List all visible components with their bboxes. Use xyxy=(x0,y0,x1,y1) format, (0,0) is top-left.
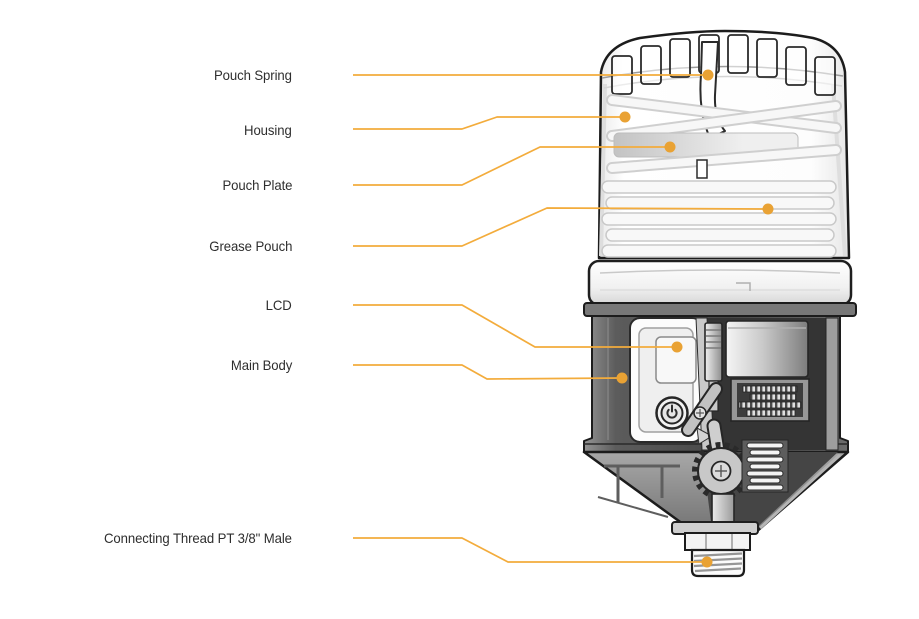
callout-dot-grease-pouch xyxy=(762,203,774,215)
callout-dot-pouch-spring xyxy=(702,69,714,81)
connecting-thread xyxy=(690,548,746,578)
callout-dot-lcd xyxy=(671,341,683,353)
hex-nut xyxy=(671,521,759,551)
grease-pouch xyxy=(601,180,837,258)
callout-dot-pouch-plate xyxy=(664,141,676,153)
housing-collar xyxy=(587,259,853,307)
pouch-spring-coils-lower xyxy=(606,144,842,174)
leader-line-housing xyxy=(353,116,625,130)
label-connecting-thread: Connecting Thread PT 3/8" Male xyxy=(104,530,292,546)
label-pouch-plate: Pouch Plate xyxy=(222,177,292,193)
power-button xyxy=(655,396,689,430)
motor xyxy=(725,320,809,378)
gearbox xyxy=(730,378,810,422)
leader-line-grease-pouch xyxy=(353,207,769,247)
lcd-screen xyxy=(655,336,697,384)
leader-line-pouch-plate xyxy=(353,146,670,186)
leader-lines xyxy=(353,74,769,563)
spring-connector-strip xyxy=(696,159,708,179)
bellows-spring xyxy=(741,439,789,493)
callout-dot-connecting-thread xyxy=(701,556,713,568)
leader-line-lcd xyxy=(353,304,677,348)
power-icon xyxy=(666,404,678,419)
leader-line-connecting-thread xyxy=(353,537,707,563)
label-housing: Housing xyxy=(244,122,292,138)
leader-line-main-body xyxy=(353,364,623,380)
callout-dots xyxy=(616,69,774,568)
cutaway-jagged-edge xyxy=(696,427,714,445)
callout-dot-main-body xyxy=(616,372,628,384)
callout-dot-housing xyxy=(619,111,631,123)
body-shell-section-wall xyxy=(825,317,839,451)
label-lcd: LCD xyxy=(265,297,292,313)
label-grease-pouch: Grease Pouch xyxy=(209,238,292,254)
label-main-body: Main Body xyxy=(230,357,292,373)
label-pouch-spring: Pouch Spring xyxy=(214,67,292,83)
crank-lever xyxy=(681,382,723,437)
pouch-spring-coils xyxy=(606,94,842,142)
